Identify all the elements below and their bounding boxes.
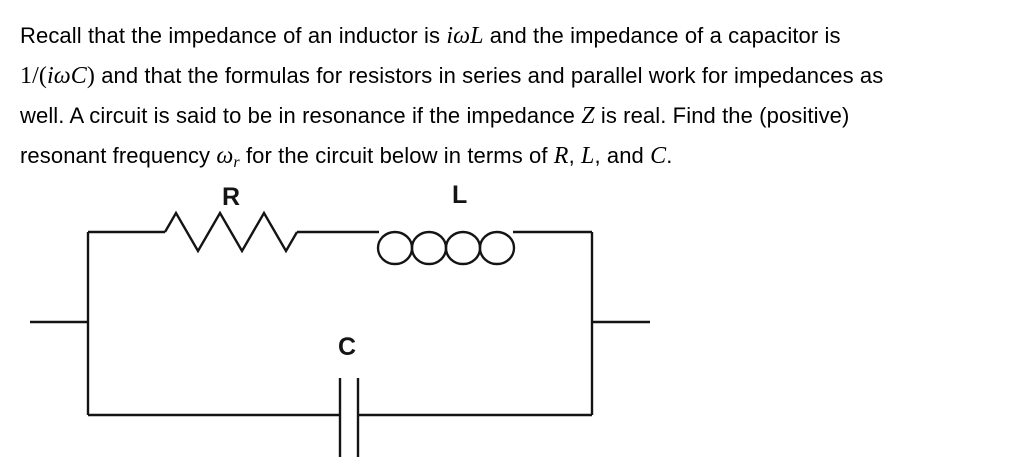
inductor-coil (410, 230, 448, 266)
inductor-coil (444, 230, 482, 266)
math-inductor-impedance: iωL (446, 23, 484, 49)
capacitor-label: C (338, 333, 356, 361)
text-segment: well. A circuit is said to be in resonan… (20, 103, 582, 128)
math-capacitor-impedance-pre: 1/( (20, 63, 47, 89)
text-segment: and that the formulas for resistors in s… (94, 63, 884, 88)
circuit-svg: R L C (30, 181, 650, 457)
problem-line-1: Recall that the impedance of an inductor… (20, 16, 1006, 56)
text-segment: and the impedance of a capacitor is (483, 23, 841, 48)
inductor-coil (478, 230, 516, 266)
text-segment: , (568, 143, 581, 168)
capacitor-symbol (338, 378, 360, 457)
omega-subscript: r (233, 154, 240, 171)
resistor-label: R (222, 183, 240, 211)
problem-line-2: 1/(iωC) and that the formulas for resist… (20, 56, 1006, 96)
inductor-coil (376, 230, 414, 266)
math-capacitor-impedance-core: iωC (46, 63, 87, 89)
math-resonant-frequency: ωr (216, 143, 240, 171)
math-impedance-z: Z (581, 103, 595, 129)
math-var-l: L (581, 143, 595, 169)
text-segment: for the circuit below in terms of (239, 143, 554, 168)
inductor-symbol (376, 230, 516, 266)
inductor-label: L (452, 181, 467, 209)
text-segment: . (666, 143, 673, 168)
problem-line-3: well. A circuit is said to be in resonan… (20, 96, 1006, 136)
math-capacitor-impedance-post: ) (86, 63, 95, 89)
math-var-c: C (650, 143, 667, 169)
text-segment: , and (594, 143, 651, 168)
problem-statement: Recall that the impedance of an inductor… (0, 0, 1024, 178)
text-segment: Recall that the impedance of an inductor… (20, 23, 447, 48)
problem-line-4: resonant frequency ωr for the circuit be… (20, 136, 1006, 178)
resistor-symbol (163, 210, 299, 254)
omega-symbol: ω (216, 143, 234, 169)
math-var-r: R (553, 143, 569, 169)
text-segment: is real. Find the (positive) (594, 103, 850, 128)
text-segment: resonant frequency (20, 143, 217, 168)
circuit-diagram: R L C (0, 175, 1024, 464)
